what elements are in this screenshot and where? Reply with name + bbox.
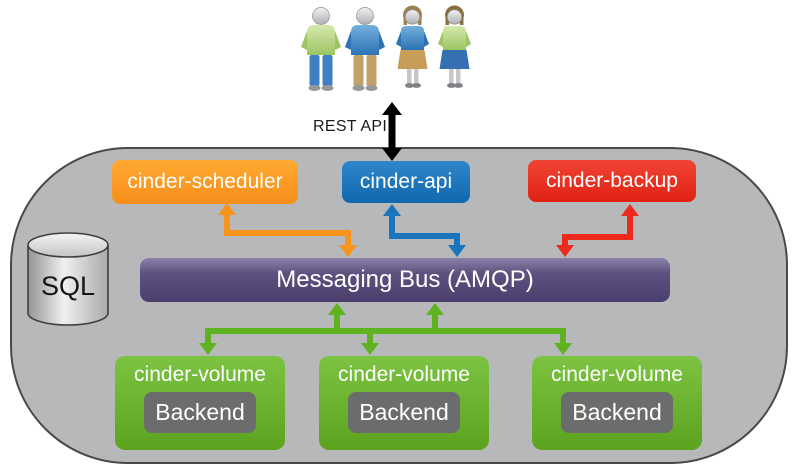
scheduler-bus-arrow	[218, 203, 357, 257]
user-icon-3	[396, 5, 429, 88]
sql-label: SQL	[41, 271, 95, 301]
backend-box: Backend	[348, 392, 460, 433]
node-cinder-api: cinder-api	[342, 161, 470, 203]
backup-bus-arrow	[556, 204, 639, 257]
rest-api-arrow	[382, 102, 402, 161]
user-icon-2	[345, 7, 385, 91]
user-icon-4	[438, 5, 471, 88]
node-cinder-volume-3: cinder-volume Backend	[532, 356, 702, 450]
rest-api-label: REST API	[313, 118, 388, 135]
node-cinder-volume-2: cinder-volume Backend	[319, 356, 489, 450]
node-cinder-scheduler: cinder-scheduler	[112, 160, 298, 204]
users-icon	[301, 5, 471, 91]
cinder-volume-label: cinder-volume	[551, 363, 683, 386]
backend-box: Backend	[144, 392, 256, 433]
cinder-volume-label: cinder-volume	[134, 363, 266, 386]
sql-database-icon: SQL	[27, 232, 109, 326]
user-icon-1	[301, 7, 341, 91]
node-cinder-volume-1: cinder-volume Backend	[115, 356, 285, 450]
node-cinder-backup: cinder-backup	[528, 160, 696, 202]
cinder-volume-label: cinder-volume	[338, 363, 470, 386]
node-messaging-bus: Messaging Bus (AMQP)	[140, 258, 670, 302]
bus-volumes-arrow	[199, 303, 572, 355]
api-bus-arrow	[383, 204, 466, 257]
backend-box: Backend	[561, 392, 673, 433]
